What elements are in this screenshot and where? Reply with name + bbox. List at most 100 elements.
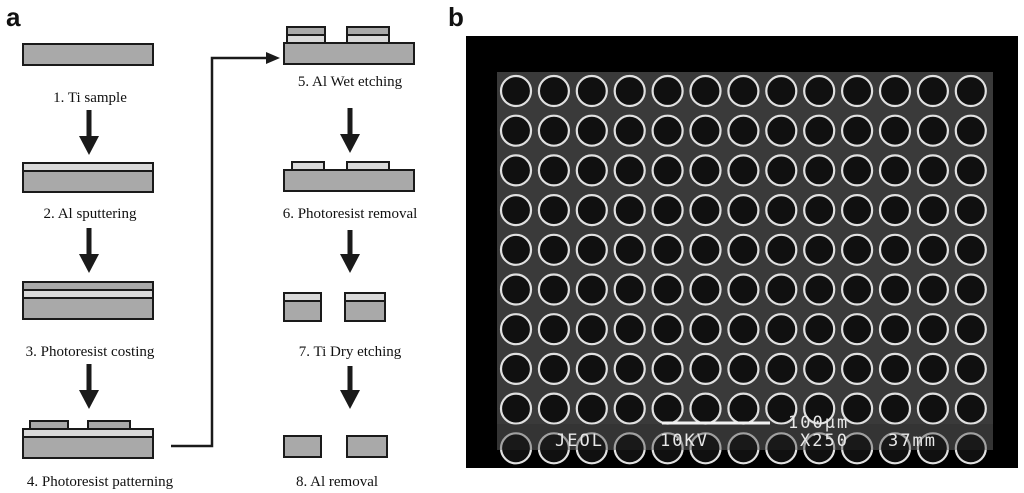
etched-hole	[613, 154, 646, 187]
etched-hole	[651, 194, 684, 227]
down-arrow-1	[79, 110, 99, 155]
etched-hole	[537, 154, 571, 187]
ti-layer	[283, 42, 415, 65]
etched-hole	[575, 154, 608, 187]
etched-hole	[499, 432, 533, 465]
step-6-diagram	[283, 161, 415, 192]
al-layer	[22, 428, 154, 438]
etched-hole	[613, 392, 646, 425]
etched-hole	[537, 313, 571, 346]
etched-hole	[613, 114, 646, 147]
step-3-label: 3. Photoresist costing	[26, 344, 155, 360]
etched-hole	[840, 432, 874, 465]
etched-hole	[765, 194, 798, 227]
al-block	[344, 292, 386, 302]
etched-hole	[651, 74, 684, 108]
etched-hole	[765, 74, 798, 108]
step-8-label: 8. Al removal	[296, 474, 378, 490]
etched-hole	[803, 233, 836, 266]
sem-micrograph: 100µm JEOL 10KV X250 37mm	[466, 36, 1018, 468]
down-arrow-5	[340, 108, 360, 153]
etched-hole	[575, 432, 608, 465]
step-7-label: 7. Ti Dry etching	[299, 344, 402, 360]
step-5-label: 5. Al Wet etching	[298, 74, 403, 90]
etched-hole	[689, 273, 722, 306]
etched-hole	[840, 74, 874, 108]
etched-hole	[878, 114, 912, 147]
sem-work-distance: 37mm	[888, 431, 937, 451]
etched-hole	[840, 194, 874, 227]
ti-layer	[22, 436, 154, 459]
etched-hole	[840, 154, 874, 187]
etched-hole	[840, 313, 874, 346]
etched-hole	[954, 313, 987, 346]
ti-layer	[283, 169, 415, 192]
al-block	[291, 161, 325, 171]
etched-hole	[727, 114, 760, 147]
etched-hole	[916, 352, 950, 385]
etched-hole	[651, 392, 684, 425]
etched-hole	[575, 313, 608, 346]
step-6-label: 6. Photoresist removal	[283, 206, 418, 222]
etched-hole	[689, 114, 722, 147]
etched-hole	[575, 392, 608, 425]
etched-hole	[613, 273, 646, 306]
etched-hole	[954, 432, 987, 465]
etched-hole	[499, 74, 533, 108]
etched-hole	[727, 74, 760, 108]
ti-layer	[22, 170, 154, 193]
step-7-diagram	[283, 292, 386, 322]
etched-hole	[954, 74, 987, 108]
etched-hole	[916, 74, 950, 108]
etched-hole	[878, 273, 912, 306]
etched-hole	[916, 313, 950, 346]
etched-hole	[537, 194, 571, 227]
etched-hole	[689, 194, 722, 227]
etched-hole	[689, 392, 722, 425]
etched-hole	[537, 352, 571, 385]
etched-hole	[954, 273, 987, 306]
etched-hole	[575, 352, 608, 385]
etched-hole	[575, 74, 608, 108]
etched-hole	[878, 74, 912, 108]
etched-hole	[689, 313, 722, 346]
ti-layer	[22, 43, 154, 66]
etched-hole	[878, 432, 912, 465]
connector-arrow	[171, 52, 280, 448]
etched-hole	[916, 114, 950, 147]
etched-hole	[613, 432, 646, 465]
etched-hole	[878, 233, 912, 266]
etched-hole	[727, 233, 760, 266]
etched-hole	[765, 313, 798, 346]
etched-hole	[651, 114, 684, 147]
al-layer	[22, 289, 154, 299]
step-1-label: 1. Ti sample	[53, 90, 127, 106]
etched-hole	[727, 432, 760, 465]
etched-hole	[727, 392, 760, 425]
etched-hole	[537, 233, 571, 266]
etched-hole	[878, 352, 912, 385]
step-4-diagram	[22, 420, 154, 459]
etched-hole	[689, 74, 722, 108]
photoresist-layer	[22, 281, 154, 291]
etched-hole	[499, 194, 533, 227]
etched-hole	[537, 392, 571, 425]
etched-hole	[765, 352, 798, 385]
step-2-diagram	[22, 162, 154, 193]
etched-hole	[575, 194, 608, 227]
hole-array	[499, 74, 987, 465]
etched-hole	[840, 233, 874, 266]
photoresist-block	[286, 26, 326, 36]
down-arrow-2	[79, 228, 99, 273]
etched-hole	[727, 313, 760, 346]
etched-hole	[803, 432, 836, 465]
etched-hole	[803, 392, 836, 425]
etched-hole	[651, 313, 684, 346]
ti-block	[283, 300, 322, 322]
etched-hole	[878, 392, 912, 425]
etched-hole	[878, 194, 912, 227]
etched-hole	[954, 392, 987, 425]
etched-hole	[651, 352, 684, 385]
al-block	[346, 34, 390, 44]
etched-hole	[954, 233, 987, 266]
